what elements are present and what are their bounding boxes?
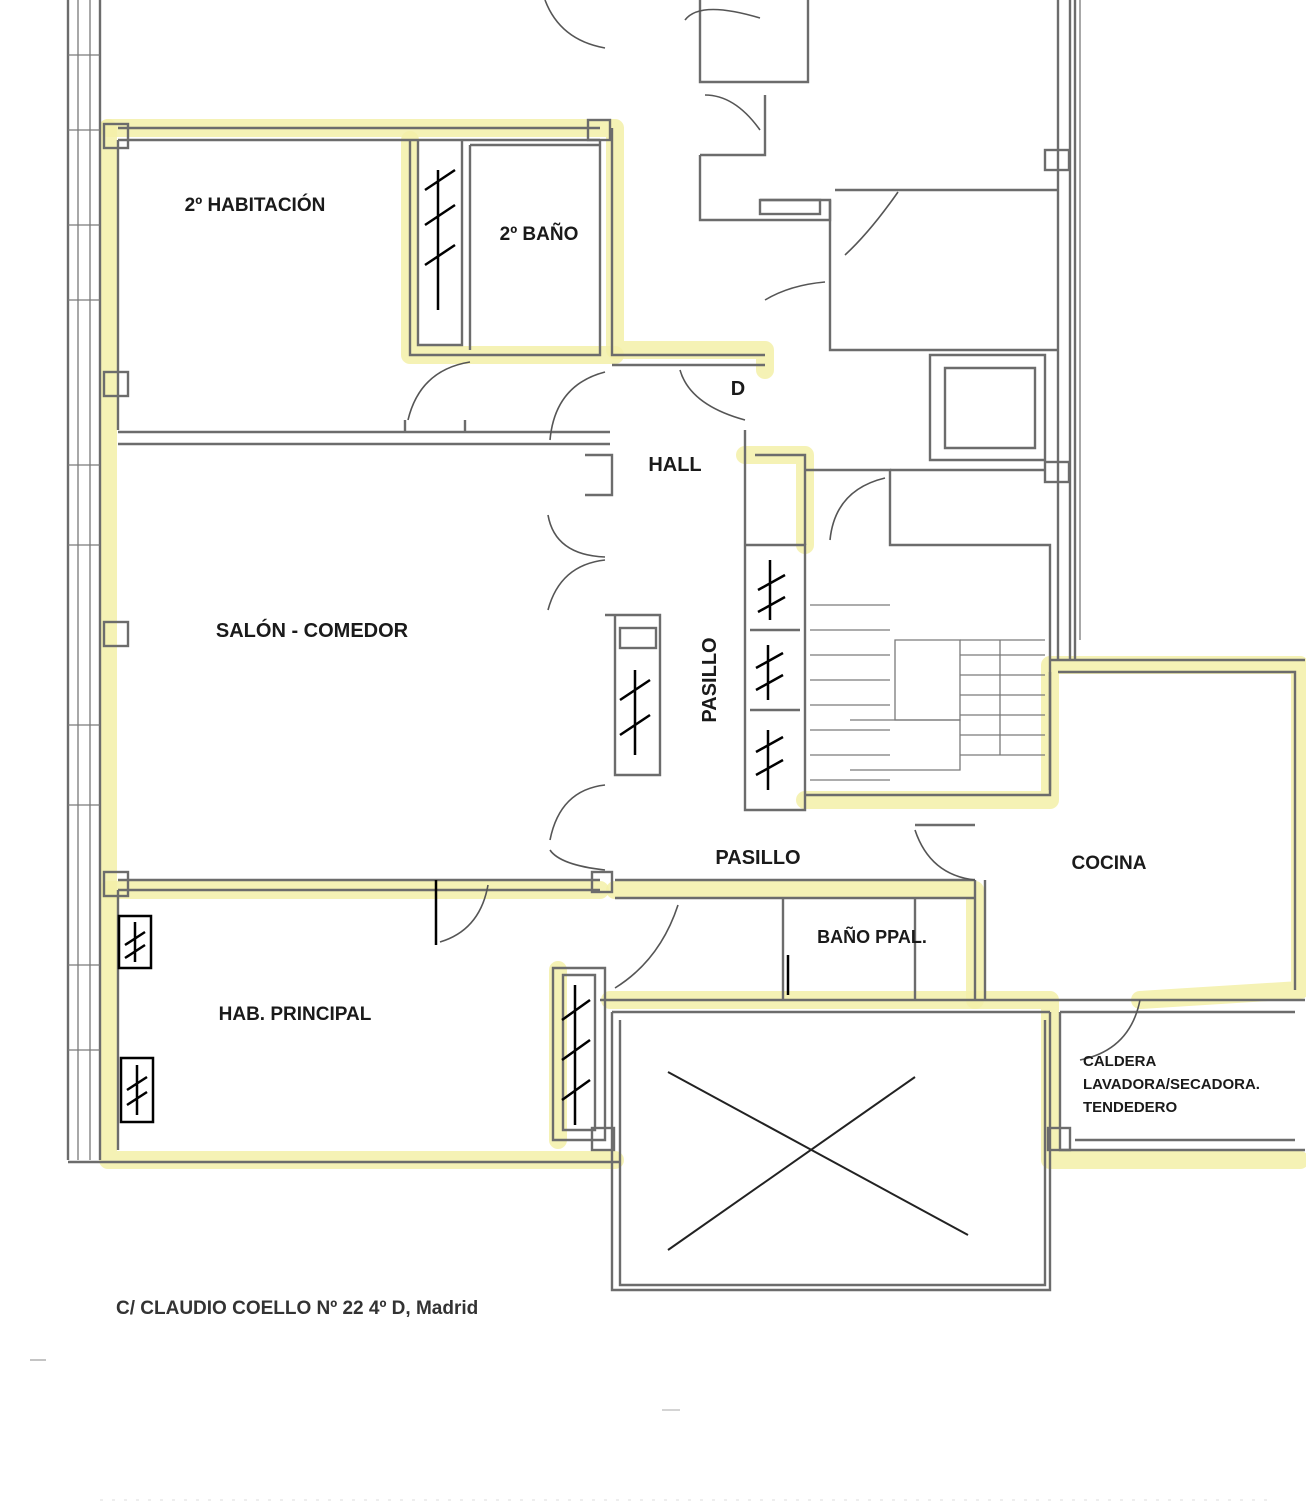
label-bathroom-2: 2º BAÑO [500,223,579,245]
doors [407,0,1141,1061]
label-washer-dryer: LAVADORA/SECADORA. [1083,1076,1260,1093]
walls [66,0,1305,1292]
columns [102,118,1072,1152]
label-main-bedroom: HAB. PRINCIPAL [219,1004,372,1025]
label-clothes-line: TENDEDERO [1083,1099,1178,1116]
lightwell-cross [667,1071,969,1251]
label-main-bathroom: BAÑO PPAL. [817,926,927,947]
label-boiler: CALDERA [1083,1053,1156,1070]
address-caption: C/ CLAUDIO COELLO Nº 22 4º D, Madrid [116,1298,478,1319]
shaft-marks [117,168,790,1125]
label-d: D [731,378,745,400]
room-labels: 2º HABITACIÓN 2º BAÑO D HALL SALÓN - COM… [185,194,1260,1116]
label-bedroom-2: 2º HABITACIÓN [185,194,326,216]
label-corridor-horizontal: PASILLO [715,847,800,869]
label-living-dining: SALÓN - COMEDOR [216,618,409,642]
scan-artifacts [30,1359,1270,1501]
label-kitchen: COCINA [1072,853,1147,874]
label-hall: HALL [648,454,701,476]
label-corridor-vertical: PASILLO [699,637,721,722]
